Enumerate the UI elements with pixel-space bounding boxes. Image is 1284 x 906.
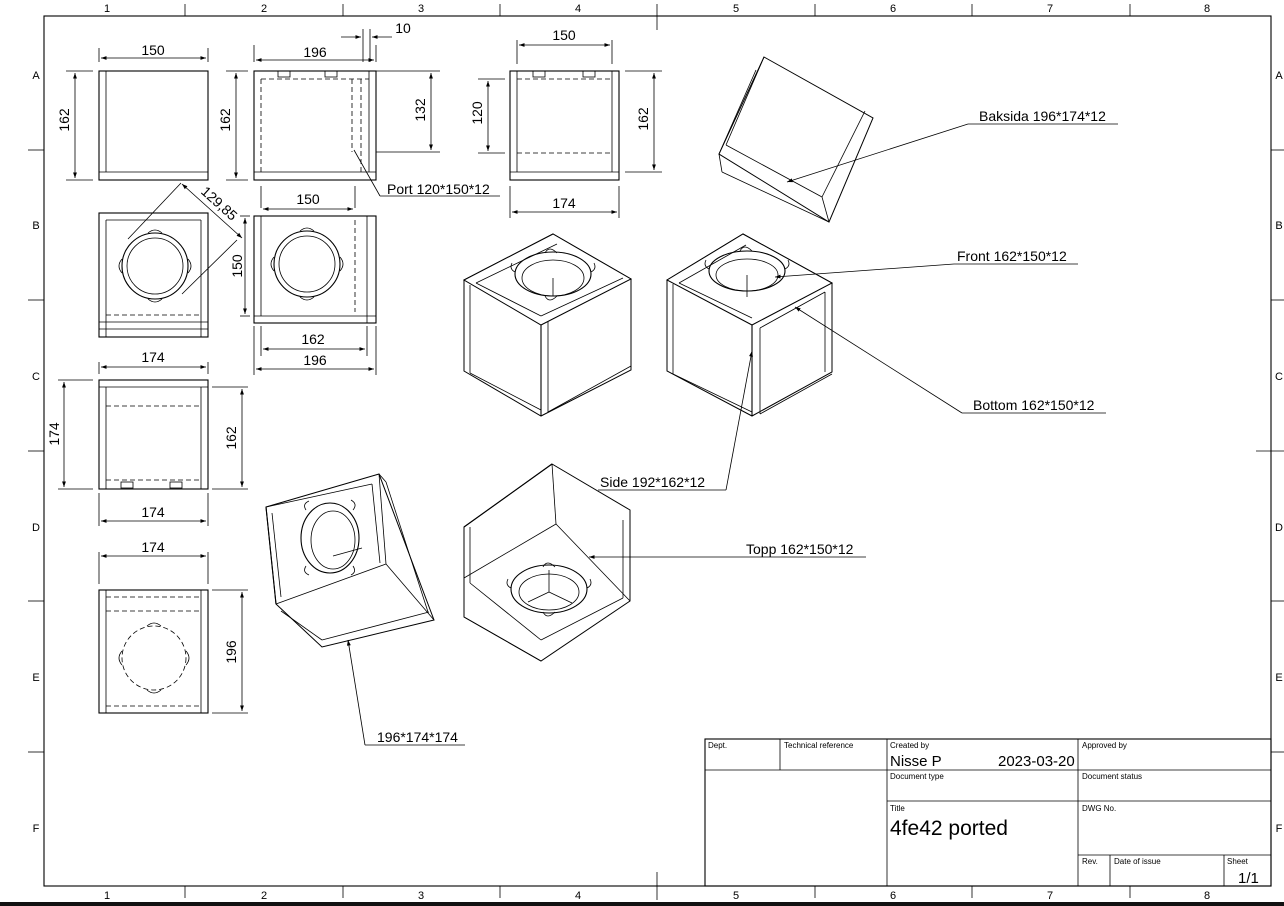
- dim-top-height: 150: [229, 254, 245, 278]
- tb-tech-ref-label: Technical reference: [784, 741, 854, 750]
- callout-bottom: Bottom 162*150*12: [973, 397, 1095, 413]
- drawing-frame: [28, 4, 1284, 900]
- zone-row-f: F: [33, 823, 40, 835]
- zone-row-b-right: B: [1275, 220, 1282, 232]
- dim-back-width: 150: [552, 27, 576, 43]
- top-view: [98, 182, 243, 338]
- dim-top-outer: 196: [303, 352, 327, 368]
- zone-row-d: D: [32, 522, 40, 534]
- front-view: [66, 48, 209, 181]
- zone-row-d-right: D: [1275, 522, 1283, 534]
- side-view: [226, 29, 500, 197]
- tb-sheet: 1/1: [1238, 870, 1259, 887]
- zone-col-6-bottom: 6: [890, 890, 896, 902]
- zone-row-a-right: A: [1275, 70, 1283, 82]
- callout-topp: Topp 162*150*12: [746, 541, 854, 557]
- zone-row-c: C: [32, 371, 40, 383]
- dim-front-width: 150: [141, 42, 165, 58]
- dim-bottom-width: 174: [141, 539, 165, 555]
- dim-left-bottom: 174: [141, 504, 165, 520]
- dim-left-height: 174: [46, 422, 62, 446]
- dim-port-thickness: 10: [395, 20, 411, 36]
- zone-row-c-right: C: [1275, 371, 1283, 383]
- tb-rev-label: Rev.: [1082, 857, 1098, 866]
- zone-col-6: 6: [890, 3, 896, 15]
- zone-row-e-right: E: [1275, 672, 1282, 684]
- zone-col-8: 8: [1204, 3, 1210, 15]
- tb-sheet-label: Sheet: [1227, 857, 1249, 866]
- zone-row-f-right: F: [1276, 823, 1283, 835]
- tb-dept-label: Dept.: [708, 741, 727, 750]
- dim-bottom-height: 196: [223, 640, 239, 664]
- zone-col-1-bottom: 1: [104, 890, 110, 902]
- dim-port-height: 132: [412, 98, 428, 122]
- tb-title-label: Title: [890, 804, 905, 813]
- zone-col-2: 2: [261, 3, 267, 15]
- iso-open-cube: [665, 233, 834, 417]
- zone-col-1: 1: [104, 3, 110, 15]
- callout-port: Port 120*150*12: [387, 181, 490, 197]
- callout-overall: 196*174*174: [377, 729, 458, 745]
- callout-side: Side 192*162*12: [600, 474, 705, 490]
- callout-baksida: Baksida 196*174*12: [979, 108, 1106, 124]
- iso-baksida-panel: [718, 56, 1118, 223]
- tb-title: 4fe42 ported: [890, 817, 1008, 840]
- zone-row-e: E: [32, 672, 39, 684]
- callout-front: Front 162*150*12: [957, 248, 1067, 264]
- dim-side-width: 196: [303, 44, 327, 60]
- zone-ticks: [28, 4, 1284, 898]
- back-view: [478, 40, 662, 218]
- left-view: [58, 362, 248, 526]
- dim-back-port-height: 120: [469, 101, 485, 125]
- tb-created-by-label: Created by: [890, 741, 929, 750]
- bottom-view: [98, 552, 248, 714]
- dim-top-inner: 162: [301, 331, 325, 347]
- zone-col-4: 4: [575, 3, 581, 15]
- dim-left-width: 174: [141, 349, 165, 365]
- iso-bottomup-cube: [463, 463, 866, 662]
- tb-date: 2023-03-20: [998, 753, 1075, 770]
- tb-created-by: Nisse P: [890, 753, 942, 770]
- zone-row-a: A: [32, 70, 40, 82]
- iso-open-cube-leaders: [598, 263, 1106, 491]
- zone-col-3: 3: [418, 3, 424, 15]
- title-block: [704, 738, 1272, 887]
- zone-col-4-bottom: 4: [575, 890, 581, 902]
- zone-col-3-bottom: 3: [418, 890, 424, 902]
- dim-back-bottom: 174: [552, 195, 576, 211]
- top-view-2: [240, 186, 377, 375]
- zone-row-b: B: [32, 220, 39, 232]
- tb-date-of-issue-label: Date of issue: [1114, 857, 1161, 866]
- tb-doc-status-label: Document status: [1082, 772, 1142, 781]
- dim-left-right-height: 162: [223, 426, 239, 450]
- zone-col-5-bottom: 5: [733, 890, 739, 902]
- dim-top-width: 150: [296, 191, 320, 207]
- iso-tilted-box: [265, 473, 465, 746]
- tb-doc-type-label: Document type: [890, 772, 944, 781]
- dim-front-height: 162: [56, 108, 72, 132]
- zone-col-7: 7: [1047, 3, 1053, 15]
- zone-col-7-bottom: 7: [1047, 890, 1053, 902]
- dim-back-height: 162: [635, 107, 651, 131]
- zone-col-5: 5: [733, 3, 739, 15]
- iso-closed-cube: [462, 233, 633, 417]
- zone-col-8-bottom: 8: [1204, 890, 1210, 902]
- dim-side-height: 162: [217, 108, 233, 132]
- zone-col-2-bottom: 2: [261, 890, 267, 902]
- bottom-edge-bar: [0, 902, 1284, 906]
- tb-approved-by-label: Approved by: [1082, 741, 1127, 750]
- tb-dwg-no-label: DWG No.: [1082, 804, 1116, 813]
